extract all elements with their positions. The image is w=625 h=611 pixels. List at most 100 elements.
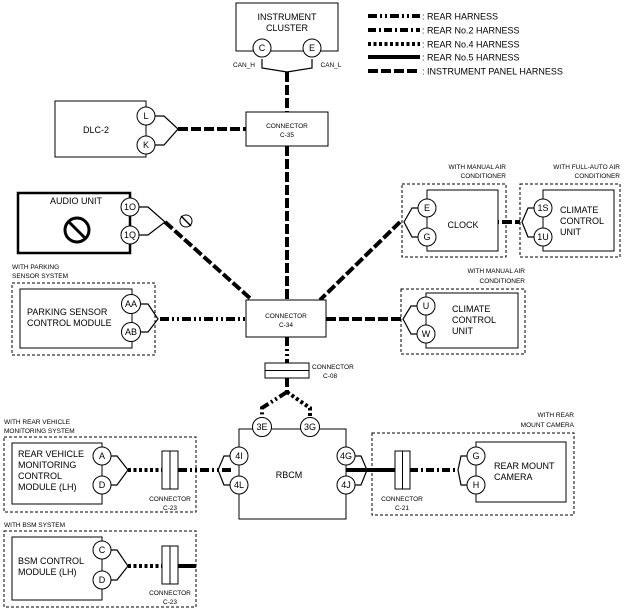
climate-auto-pin-1s-label: 1S — [537, 203, 548, 213]
c08-label-line1: CONNECTOR — [312, 364, 354, 371]
bsm-pin-d — [92, 570, 112, 590]
rbcm-pin-4l-label: 4L — [234, 480, 244, 490]
parking-pin-ab — [121, 322, 141, 342]
connector-c23-rvm — [161, 450, 179, 490]
rvm-label-line3: CONTROL — [18, 471, 62, 481]
audio-pin-1q — [120, 225, 140, 245]
c23-rvm-label-line2: C-23 — [163, 505, 177, 512]
rbcm-pin-4j-label: 4J — [341, 480, 351, 490]
rvm-caption-line2: MONITORING SYSTEM — [4, 428, 75, 435]
dlc2[interactable]: DLC-2 L K — [54, 100, 179, 158]
rbcm[interactable]: RBCM 3E 3G 4I 4L 4G 4J — [217, 417, 368, 520]
bsm-control-module[interactable]: WITH BSM SYSTEM BSM CONTROL MODULE (LH) … — [3, 522, 197, 608]
cluster-pin-e — [302, 38, 322, 58]
dlc2-label: DLC-2 — [83, 125, 109, 135]
camera-caption-line2: MOUNT CAMERA — [521, 422, 575, 429]
legend-ip-label: : INSTRUMENT PANEL HARNESS — [422, 67, 563, 77]
can-h-label: CAN_H — [233, 62, 255, 69]
camera-caption-line1: WITH REAR — [538, 412, 575, 419]
rear-vehicle-monitoring-module[interactable]: WITH REAR VEHICLE MONITORING SYSTEM REAR… — [3, 419, 197, 513]
rbcm-pin-4i-label: 4I — [235, 451, 243, 461]
climate-manual-pin-w — [416, 324, 436, 344]
connector-c21 — [394, 450, 411, 490]
camera-pin-g — [466, 446, 486, 466]
camera-label-line1: REAR MOUNT — [494, 461, 555, 471]
rbcm-pin-4l — [229, 475, 249, 495]
not-used-icon — [179, 214, 193, 228]
wire-c08-3e — [260, 390, 289, 418]
rbcm-pin-4i — [229, 446, 249, 466]
climate-auto-pin-1u-label: 1U — [537, 232, 549, 242]
rbcm-pin-4g — [336, 446, 356, 466]
climate-auto-line2: CONTROL — [560, 216, 604, 226]
c35-label-line2: C-35 — [280, 132, 294, 139]
rbcm-pin-4g-label: 4G — [340, 451, 352, 461]
connector-c08[interactable]: CONNECTOR C-08 — [264, 362, 354, 380]
parking-caption-line1: WITH PARKING — [12, 264, 59, 271]
cluster-title-line1: INSTRUMENT — [258, 12, 317, 22]
rbcm-label: RBCM — [276, 470, 303, 480]
c23-bsm-label-line1: CONNECTOR — [149, 590, 191, 597]
legend: : REAR HARNESS : REAR No.2 HARNESS : REA… — [368, 12, 563, 77]
audio-pin-1o-label: 1O — [124, 202, 136, 212]
climate-manual-line1: CLIMATE — [452, 304, 490, 314]
rbcm-pin-3g — [300, 417, 320, 437]
camera-pin-h — [466, 475, 486, 495]
climate-auto-pin-1u — [533, 227, 553, 247]
c34-label-line2: C-34 — [279, 322, 293, 329]
climate-auto-line1: CLIMATE — [560, 205, 598, 215]
climate-manual-pin-u — [416, 296, 436, 316]
rvm-pin-a — [92, 446, 112, 466]
connector-c35[interactable]: CONNECTOR C-35 — [245, 111, 329, 147]
parking-label-line2: CONTROL MODULE — [27, 318, 112, 328]
climate-control-manual[interactable]: WITH MANUAL AIR CONDITIONER CLIMATE CONT… — [400, 268, 526, 355]
prohibited-icon — [63, 216, 91, 244]
connector-c34[interactable]: CONNECTOR C-34 — [245, 299, 327, 338]
instrument-cluster[interactable]: INSTRUMENT CLUSTER C E CAN_H CAN_L — [233, 2, 342, 73]
dlc2-pin-l-label: L — [143, 111, 148, 121]
wire-audio-c34 — [163, 220, 254, 302]
camera-pin-g-label: G — [472, 451, 479, 461]
bsm-label-line2: MODULE (LH) — [18, 567, 77, 577]
clock-pin-e — [417, 198, 437, 218]
bsm-label-line1: BSM CONTROL — [18, 556, 84, 566]
cluster-pin-c — [252, 38, 272, 58]
c21-label-line1: CONNECTOR — [381, 496, 423, 503]
rvm-caption-line1: WITH REAR VEHICLE — [4, 419, 71, 426]
c21-label-line2: C-21 — [395, 505, 409, 512]
parking-sensor-module[interactable]: WITH PARKING SENSOR SYSTEM PARKING SENSO… — [11, 264, 159, 356]
dlc2-pin-k-label: K — [143, 140, 149, 150]
audio-pin-1o — [120, 197, 140, 217]
parking-pin-aa — [121, 294, 141, 314]
cluster-pin-e-label: E — [309, 43, 315, 53]
bsm-pin-d-label: D — [99, 575, 106, 585]
parking-pin-ab-label: AB — [125, 327, 137, 337]
c23-rvm-label-line1: CONNECTOR — [149, 496, 191, 503]
can-l-label: CAN_L — [321, 62, 342, 69]
wire-c08-3g — [285, 390, 312, 418]
c34-label-line1: CONNECTOR — [265, 313, 307, 320]
climate-manual-line2: CONTROL — [452, 315, 496, 325]
wire-clock-c34 — [318, 220, 402, 302]
legend-rear4-label: : REAR No.4 HARNESS — [422, 40, 520, 50]
rbcm-pin-4j — [336, 475, 356, 495]
rbcm-pin-3e — [252, 417, 272, 437]
climate-auto-line3: UNIT — [560, 227, 581, 237]
clock-caption-line2: CONDITIONER — [461, 173, 507, 180]
c08-label-line2: C-08 — [323, 373, 337, 380]
rvm-pin-a-label: A — [99, 451, 105, 461]
camera-label-line2: CAMERA — [494, 472, 533, 482]
clock-pin-e-label: E — [424, 203, 430, 213]
rbcm-pin-3g-label: 3G — [304, 422, 316, 432]
legend-rear5-label: : REAR No.5 HARNESS — [422, 53, 520, 63]
climate-manual-pin-w-label: W — [422, 329, 431, 339]
audio-unit[interactable]: AUDIO UNIT 1O 1Q — [16, 191, 193, 255]
parking-pin-aa-label: AA — [125, 299, 137, 309]
cluster-title-line2: CLUSTER — [266, 23, 309, 33]
legend-rear-label: : REAR HARNESS — [422, 12, 498, 22]
rear-mount-camera[interactable]: WITH REAR MOUNT CAMERA REAR MOUNT CAMERA… — [371, 412, 575, 516]
clock-group[interactable]: WITH MANUAL AIR CONDITIONER CLOCK E G — [401, 164, 507, 258]
climate-control-auto[interactable]: WITH FULL-AUTO AIR CONDITIONER CLIMATE C… — [519, 164, 621, 258]
audio-pin-1q-label: 1Q — [124, 230, 136, 240]
